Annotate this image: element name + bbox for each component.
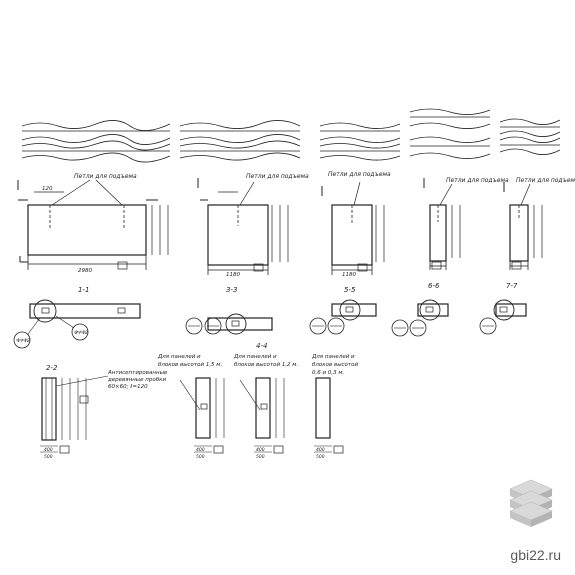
watermark-text: gbi22.ru [510, 547, 561, 563]
dim-500-c: 500 [256, 454, 265, 460]
panels-note-a-1: Для панелей и [157, 354, 201, 360]
loop-label-5: Петли для подъема [328, 171, 391, 178]
callout-1-12: 1 / 12 [17, 338, 30, 344]
cross-section-7-7 [479, 299, 527, 335]
panel-section-3-3 [197, 178, 289, 275]
section-label-3-3: 3-3 [226, 286, 237, 294]
header-formulas [21, 108, 561, 163]
panels-note-b-2: блоков высотой 1,2 м. [234, 362, 298, 368]
cross-section-6-6 [391, 299, 449, 337]
dim-1180-a: 1180 [226, 272, 240, 278]
section-label-2-2: 2-2 [46, 364, 58, 372]
dim-500-d: 500 [316, 454, 325, 460]
cross-section-1-1 [13, 299, 141, 349]
loop-label-6: Петли для подъема [446, 177, 509, 184]
dim-2980: 2980 [78, 268, 92, 274]
panel-section-5-5 [321, 181, 385, 275]
dim-1180-b: 1180 [342, 272, 356, 278]
panel-section-6-6 [423, 178, 461, 270]
dim-400-c: 400 [256, 447, 265, 453]
section-label-6-6: 6-6 [428, 282, 440, 290]
panels-note-c-1: Для панелей и [311, 354, 355, 360]
cross-section-3-3 [185, 313, 273, 335]
panel-section-4-4-a [179, 377, 225, 454]
loop-label-7: Петли для подъема [516, 177, 575, 184]
panel-section-7-7 [503, 182, 543, 270]
panels-note-c-3: 0,6 и 0,3 м. [312, 370, 344, 376]
panel-section-2-2 [40, 375, 109, 454]
section-label-4-4: 4-4 [256, 342, 267, 350]
section-label-1-1: 1-1 [78, 286, 89, 294]
antiseptic-note-line-2: деревянные пробки [107, 377, 166, 383]
dim-400-d: 400 [316, 447, 325, 453]
panel-section-4-4-c [314, 377, 344, 454]
section-label-7-7: 7-7 [506, 282, 518, 290]
dim-500-b: 500 [196, 454, 205, 460]
dim-120-a: 120 [42, 186, 53, 192]
antiseptic-note-line-1: Антисептированные [107, 370, 168, 376]
dim-500-a: 500 [44, 454, 53, 460]
panels-note-c-2: блоков высотой [312, 362, 358, 368]
loop-label-1: Петли для подъема [74, 173, 137, 180]
callout-2-12: 2 / 12 [75, 330, 88, 336]
panels-note-a-2: блоков высотой 1,5 м. [158, 362, 222, 368]
cross-section-5-5 [309, 299, 377, 335]
antiseptic-note-line-3: 60×60; ℓ=120 [108, 384, 148, 390]
dim-400-b: 400 [196, 447, 205, 453]
dim-400-a: 400 [44, 447, 53, 453]
loop-label-3: Петли для подъема [246, 173, 309, 180]
section-label-5-5: 5-5 [344, 286, 356, 294]
watermark-logo-icon [509, 479, 553, 527]
panel-section-1-1 [17, 179, 169, 270]
panels-note-b-1: Для панелей и [233, 354, 277, 360]
panel-section-4-4-b [239, 377, 285, 454]
